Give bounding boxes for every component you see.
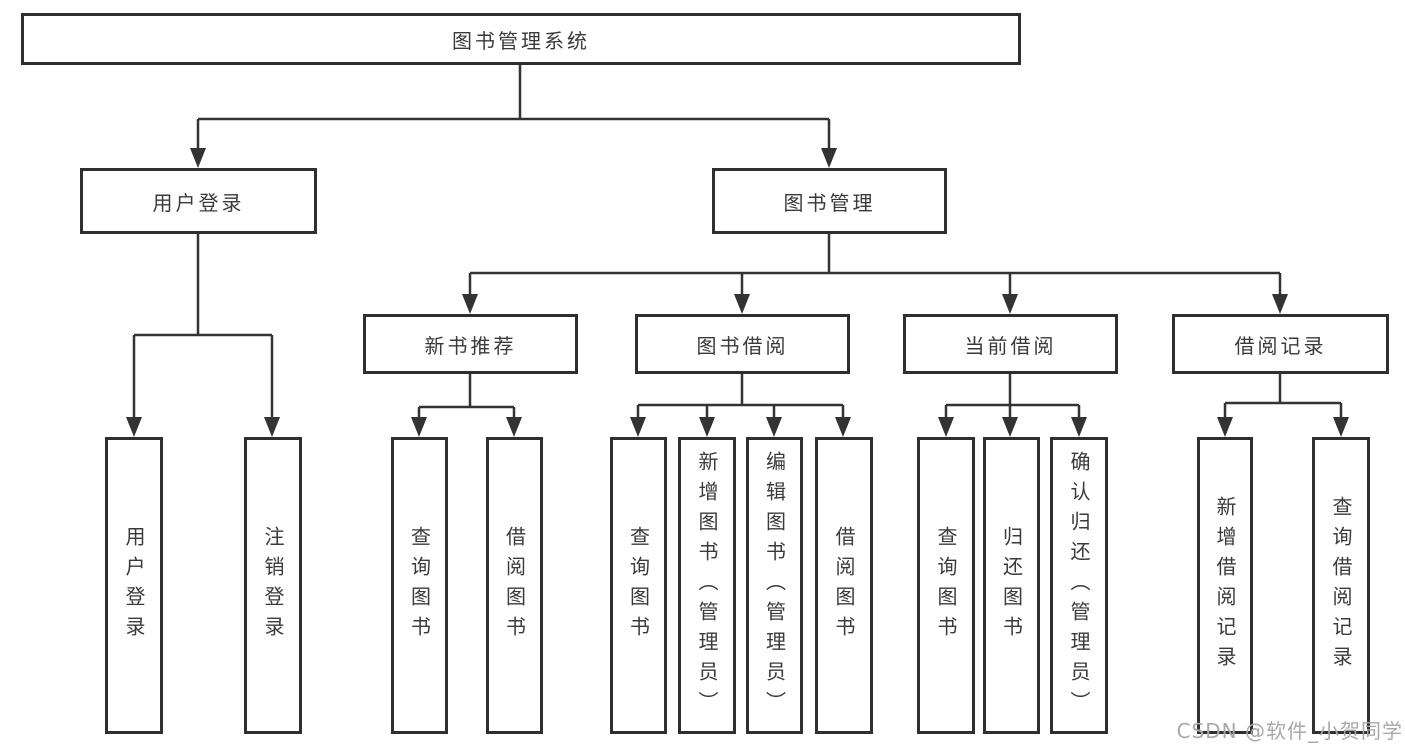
leaf-borrow-books: 借阅图书 [815,437,873,734]
arrowhead [1272,294,1288,314]
node-label: 查询图书 [934,525,958,646]
node-label: 图书管理系统 [452,28,590,53]
arrowhead [462,294,478,314]
node-label: 注销登录 [261,525,285,646]
leaf-return-books: 归还图书 [983,437,1040,734]
leaf-logout: 注销登录 [244,437,302,734]
csdn-watermark: CSDN @软件_小贺同学 [1176,719,1403,743]
arrowhead [821,148,837,168]
node-label: 查询图书 [407,525,432,646]
node-current-borrowing: 当前借阅 [903,314,1118,374]
leaf-confirm-return-admin: 确认归还（管理员） [1050,437,1108,734]
arrowhead [1002,294,1018,314]
arrowhead [411,417,427,437]
arrowhead [1217,417,1233,437]
node-book-management: 图书管理 [712,168,947,234]
node-label: 归还图书 [999,525,1024,646]
node-label: 新增图书（管理员） [695,450,719,721]
arrowhead [699,417,715,437]
leaf-borrow-books: 借阅图书 [486,437,543,734]
arrowhead [126,417,142,437]
node-new-book-recommendation: 新书推荐 [363,314,578,374]
node-label: 借阅图书 [502,525,527,646]
node-label: 用户登录 [122,525,146,646]
node-label: 新书推荐 [424,333,517,358]
node-library-management-system: 图书管理系统 [21,13,1021,65]
node-label: 新增借阅记录 [1213,495,1237,676]
node-label: 用户登录 [152,190,245,215]
arrowhead [630,417,646,437]
node-label: 确认归还（管理员） [1067,450,1091,721]
arrowhead [938,417,954,437]
node-label: 查询图书 [626,525,651,646]
leaf-edit-books-admin: 编辑图书（管理员） [746,437,803,734]
arrowhead [835,417,851,437]
arrowhead [766,417,782,437]
node-label: 当前借阅 [964,333,1057,358]
node-user-login: 用户登录 [80,168,317,234]
arrowhead [1002,417,1018,437]
node-label: 图书管理 [783,190,876,215]
arrowhead [506,417,522,437]
leaf-query-books: 查询图书 [391,437,448,734]
node-label: 借阅图书 [832,525,856,646]
arrowhead [1071,417,1087,437]
arrowhead [734,294,750,314]
leaf-query-borrow-record: 查询借阅记录 [1312,437,1370,734]
arrowhead [264,417,280,437]
arrowhead [1333,417,1349,437]
node-book-borrowing: 图书借阅 [635,314,850,374]
node-label: 查询借阅记录 [1329,495,1353,676]
node-label: 借阅记录 [1234,333,1327,358]
leaf-add-books-admin: 新增图书（管理员） [678,437,736,734]
node-label: 编辑图书（管理员） [762,450,787,721]
arrowhead [190,148,206,168]
node-borrowing-records: 借阅记录 [1172,314,1389,374]
leaf-add-borrow-record: 新增借阅记录 [1197,437,1253,734]
leaf-query-books: 查询图书 [917,437,975,734]
leaf-query-books: 查询图书 [610,437,667,734]
node-label: 图书借阅 [696,333,789,358]
leaf-user-login: 用户登录 [105,437,163,734]
